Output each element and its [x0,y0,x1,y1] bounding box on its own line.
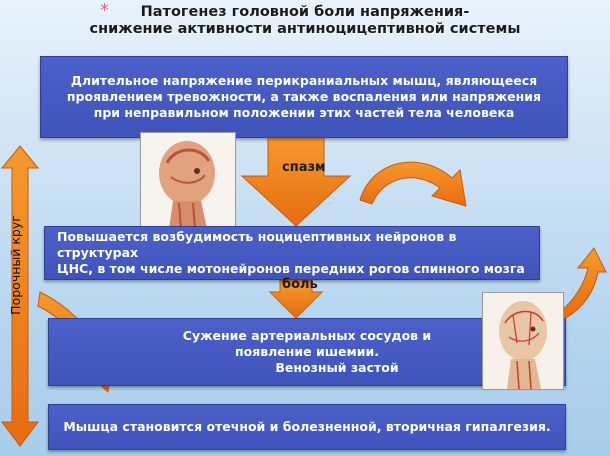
vicious-circle-label: Порочный круг [8,215,23,315]
head-muscles-illustration [140,132,236,232]
box1-line-1: Длительное напряжение перикраниальных мы… [70,73,538,88]
vicious-circle-double-arrow [0,145,40,447]
box-vasoconstriction: Сужение артериальных сосудов и появление… [48,318,566,386]
box-muscle-tension: Длительное напряжение перикраниальных мы… [40,56,568,138]
box3-line-2: появление ишемии. [234,344,379,359]
head-vessels-illustration [482,292,564,390]
pain-down-arrow [268,279,324,319]
box3-line-1: Сужение артериальных сосудов и [182,328,432,343]
box2-line-1: Повышается возбудимость ноцицептивных не… [57,229,457,260]
title-line-1: Патогенез головной боли напряжения- [140,4,470,20]
pain-label: боль [282,277,318,292]
spasm-label: спазм [282,160,326,175]
title-line-2: снижение активности антиноцицептивной си… [89,21,521,37]
box-nociceptive-excitability: Повышается возбудимость ноцицептивных не… [44,226,540,280]
curved-arrow-right [559,247,607,319]
box3-line-3: Венозный застой [275,360,399,375]
box1-line-2: проявлением тревожности, а также воспале… [66,89,542,104]
box1-line-3: при неправильном положении этих частей т… [93,105,515,120]
slide-title: * Патогенез головной боли напряжения- сн… [0,0,610,38]
box-muscle-edema: Мышца становится отечной и болезненной, … [48,404,566,450]
curved-arrow-top [359,161,467,207]
spasm-down-arrow [240,135,352,227]
box2-line-2: ЦНС, в том числе мотонейронов передних р… [57,261,525,276]
title-bullet: * [100,0,109,21]
box4-text: Мышца становится отечной и болезненной, … [63,419,551,434]
